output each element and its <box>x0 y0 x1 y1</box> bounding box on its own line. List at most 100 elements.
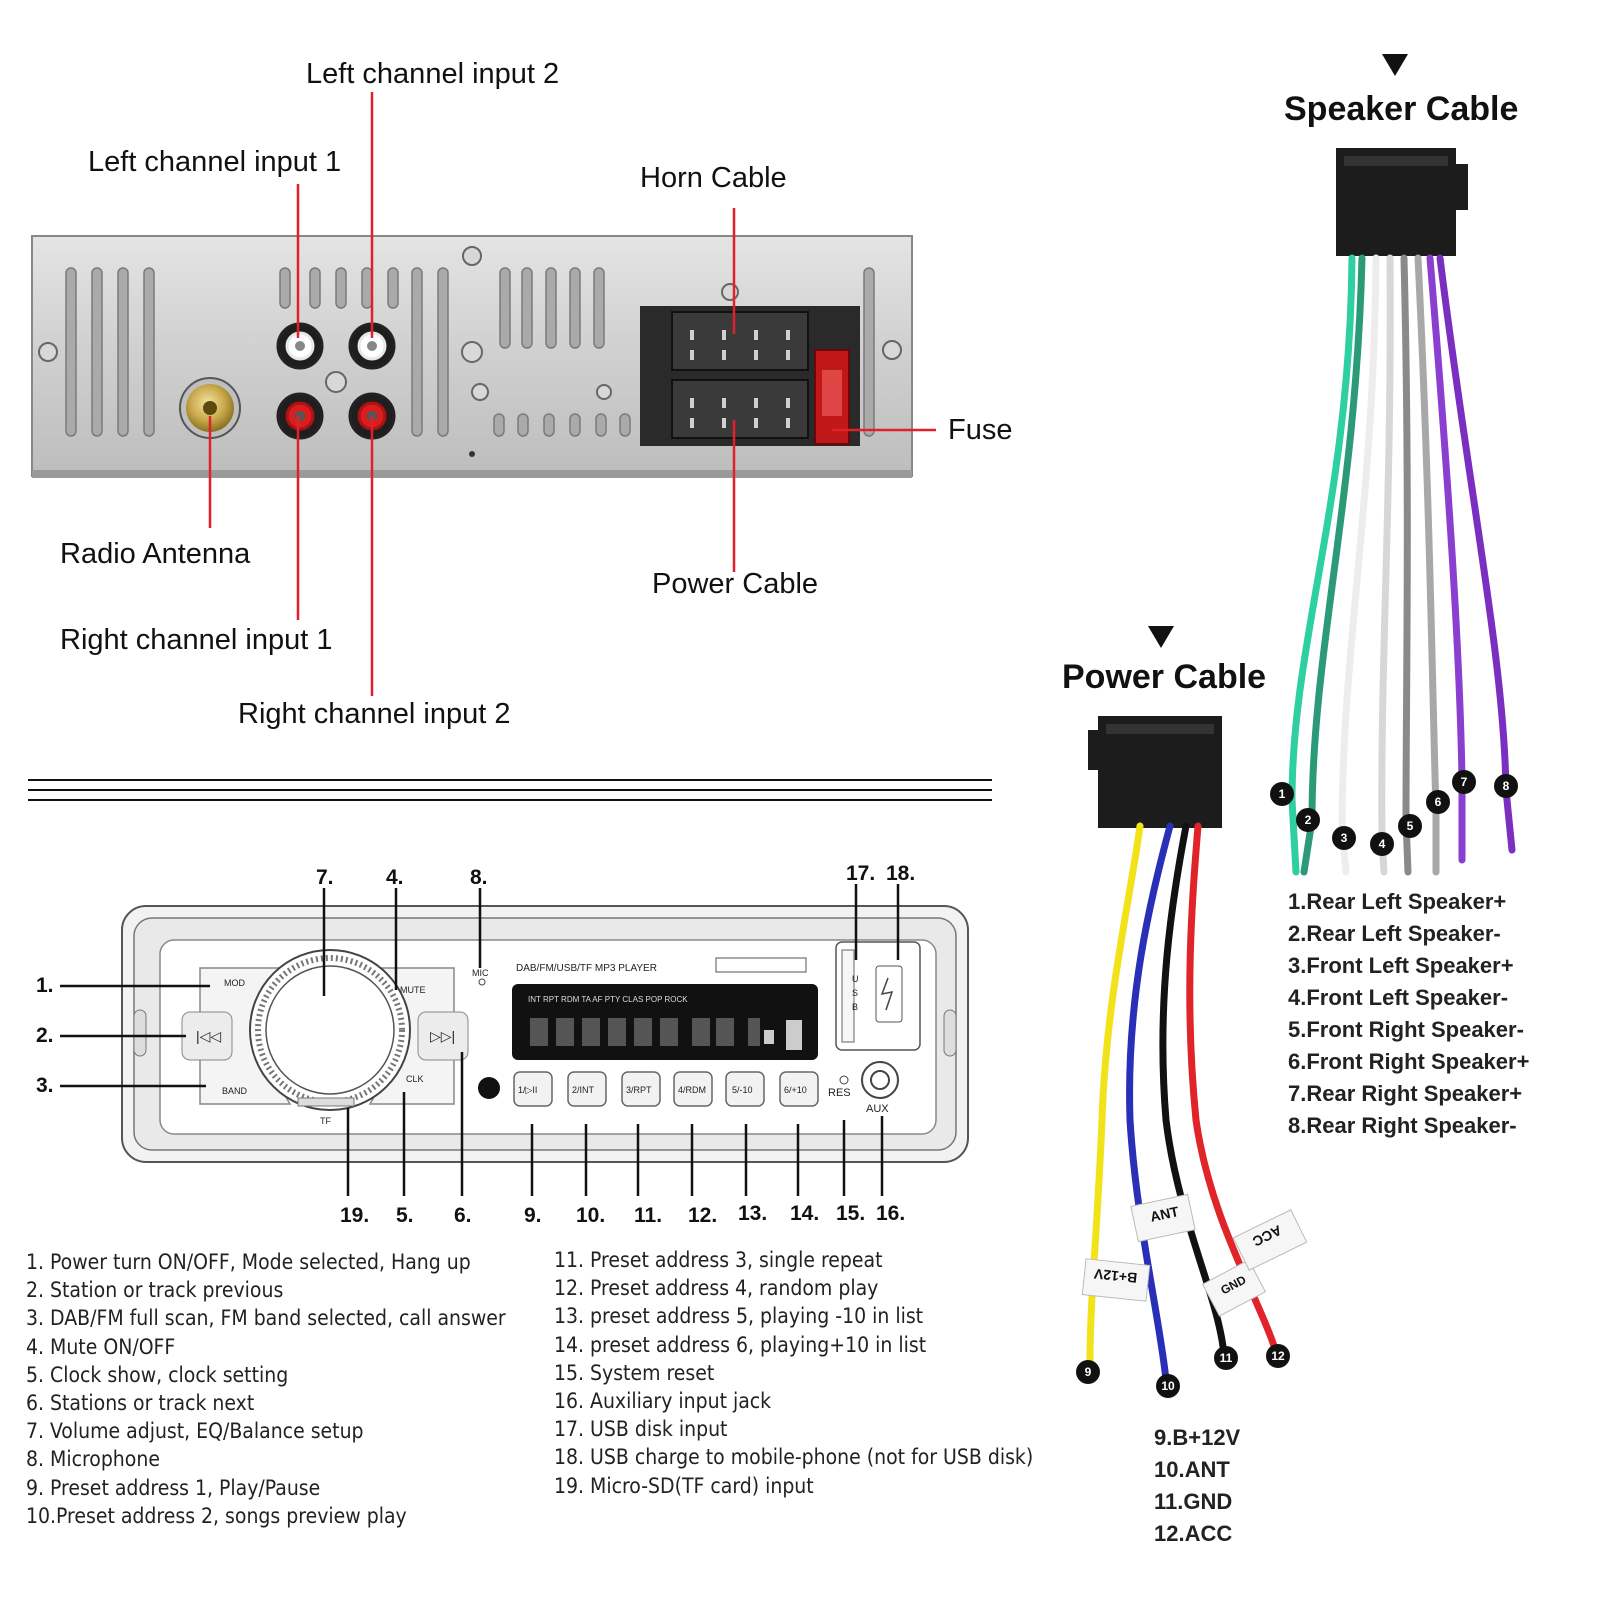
callout-5: 5. <box>396 1204 414 1227</box>
preset-1-text: 1/▷II <box>518 1085 537 1095</box>
next-icon: ▷▷| <box>430 1028 455 1044</box>
descriptions-right: 11. Preset address 3, single repeat 12. … <box>554 1246 1033 1500</box>
label-radio-antenna: Radio Antenna <box>60 538 251 570</box>
speaker-legend-item: 8.Rear Right Speaker- <box>1288 1113 1517 1138</box>
preset-2-text: 2/INT <box>572 1085 595 1095</box>
speaker-legend: 1.Rear Left Speaker+ 2.Rear Left Speaker… <box>1288 886 1529 1142</box>
callout-8: 8. <box>470 866 488 889</box>
description-item: 3. DAB/FM full scan, FM band selected, c… <box>26 1306 506 1331</box>
speaker-legend-item: 4.Front Left Speaker- <box>1288 985 1509 1010</box>
res-text: RES <box>828 1087 851 1099</box>
player-text: DAB/FM/USB/TF MP3 PLAYER <box>516 963 657 974</box>
description-item: 5. Clock show, clock setting <box>26 1362 289 1387</box>
description-item: 11. Preset address 3, single repeat <box>554 1248 883 1272</box>
mod-text: MOD <box>224 978 245 988</box>
description-item: 13. preset address 5, playing -10 in lis… <box>554 1304 924 1329</box>
callout-19: 19. <box>340 1204 370 1227</box>
rear-callout-lines <box>208 92 936 696</box>
callout-16: 16. <box>876 1202 906 1225</box>
mic-text: MIC <box>472 968 489 978</box>
pin-badge-3: 3 <box>1332 826 1356 850</box>
callout-7: 7. <box>316 866 334 889</box>
callout-18: 18. <box>886 862 916 885</box>
description-item: 14. preset address 6, playing+10 in list <box>554 1332 927 1357</box>
rear-chassis <box>31 235 913 478</box>
description-item: 9. Preset address 1, Play/Pause <box>26 1475 321 1500</box>
description-item: 18. USB charge to mobile-phone (not for … <box>554 1445 1034 1470</box>
pin-badge-12: 12 <box>1266 1344 1290 1368</box>
label-left-channel-input-1: Left channel input 1 <box>88 146 342 178</box>
pin-badge-6: 6 <box>1426 790 1450 814</box>
callout-3: 3. <box>36 1074 54 1097</box>
pin-badge-8: 8 <box>1494 774 1518 798</box>
power-legend-item: 10.ANT <box>1154 1457 1230 1482</box>
band-text: BAND <box>222 1086 248 1096</box>
callout-6: 6. <box>454 1204 472 1227</box>
pin-badge-7: 7 <box>1452 770 1476 794</box>
description-item: 7. Volume adjust, EQ/Balance setup <box>26 1419 364 1444</box>
description-item: 6. Stations or track next <box>26 1391 255 1416</box>
description-item: 10.Preset address 2, songs preview play <box>26 1503 407 1528</box>
description-item: 16. Auxiliary input jack <box>554 1389 772 1414</box>
description-item: 4. Mute ON/OFF <box>26 1334 176 1359</box>
callout-11: 11. <box>634 1204 663 1227</box>
power-connector <box>1088 716 1222 828</box>
description-item: 19. Micro-SD(TF card) input <box>554 1473 814 1498</box>
wire-tags <box>1081 1193 1308 1317</box>
usb-letter-b: B <box>852 1002 858 1012</box>
speaker-legend-item: 5.Front Right Speaker- <box>1288 1017 1524 1042</box>
speaker-legend-item: 6.Front Right Speaker+ <box>1288 1049 1530 1074</box>
callout-10: 10. <box>576 1204 606 1227</box>
label-horn-cable: Horn Cable <box>640 162 787 194</box>
front-callout-lines <box>60 884 900 1196</box>
preset-4-text: 4/RDM <box>678 1085 706 1095</box>
callout-4: 4. <box>386 866 404 889</box>
indicators-text: INT RPT RDM TA AF PTY CLAS POP ROCK <box>528 995 688 1004</box>
power-cable-marker <box>1148 626 1174 648</box>
power-legend: 9.B+12V 10.ANT 11.GND 12.ACC <box>1154 1422 1240 1550</box>
pin-badge-10: 10 <box>1156 1374 1180 1398</box>
descriptions-left: 1. Power turn ON/OFF, Mode selected, Han… <box>26 1248 506 1530</box>
preset-3-text: 3/RPT <box>626 1085 652 1095</box>
pin-badge-4: 4 <box>1370 832 1394 856</box>
speaker-wires <box>1288 254 1516 876</box>
label-left-channel-input-2: Left channel input 2 <box>306 58 560 90</box>
callout-14: 14. <box>790 1202 820 1225</box>
label-fuse: Fuse <box>948 414 1013 446</box>
callout-13: 13. <box>738 1202 768 1225</box>
speaker-legend-item: 2.Rear Left Speaker- <box>1288 921 1501 946</box>
pin-badge-5: 5 <box>1398 814 1422 838</box>
label-right-channel-input-2: Right channel input 2 <box>238 698 511 730</box>
front-panel <box>121 905 969 1163</box>
pin-badge-1: 1 <box>1270 782 1294 806</box>
label-power-cable: Power Cable <box>652 568 819 600</box>
speaker-cable-title: Speaker Cable <box>1284 90 1519 128</box>
callout-1: 1. <box>36 974 54 997</box>
speaker-cable-marker <box>1382 54 1408 76</box>
description-item: 12. Preset address 4, random play <box>554 1276 879 1301</box>
tf-text: TF <box>320 1116 331 1126</box>
description-item: 8. Microphone <box>26 1447 160 1472</box>
callout-9: 9. <box>524 1204 542 1227</box>
speaker-connector <box>1336 148 1468 256</box>
power-legend-item: 9.B+12V <box>1154 1425 1241 1450</box>
power-cable-title: Power Cable <box>1062 658 1267 696</box>
prev-icon: |◁◁ <box>196 1028 221 1044</box>
pin-badge-9: 9 <box>1076 1360 1100 1384</box>
preset-5-text: 5/-10 <box>732 1085 753 1095</box>
label-right-channel-input-1: Right channel input 1 <box>60 624 333 656</box>
description-item: 1. Power turn ON/OFF, Mode selected, Han… <box>26 1250 471 1274</box>
clk-text: CLK <box>406 1074 424 1084</box>
callout-15: 15. <box>836 1202 866 1225</box>
speaker-legend-item: 1.Rear Left Speaker+ <box>1288 889 1507 914</box>
callout-17: 17. <box>846 862 876 885</box>
description-item: 2. Station or track previous <box>26 1278 284 1303</box>
preset-6-text: 6/+10 <box>784 1085 807 1095</box>
speaker-legend-item: 3.Front Left Speaker+ <box>1288 953 1514 978</box>
pin-badge-11: 11 <box>1214 1346 1238 1370</box>
description-item: 17. USB disk input <box>554 1417 728 1442</box>
callout-12: 12. <box>688 1204 718 1227</box>
front-panel-text: MOD MUTE MIC BAND CLK TF DAB/FM/USB/TF M… <box>196 963 889 1126</box>
